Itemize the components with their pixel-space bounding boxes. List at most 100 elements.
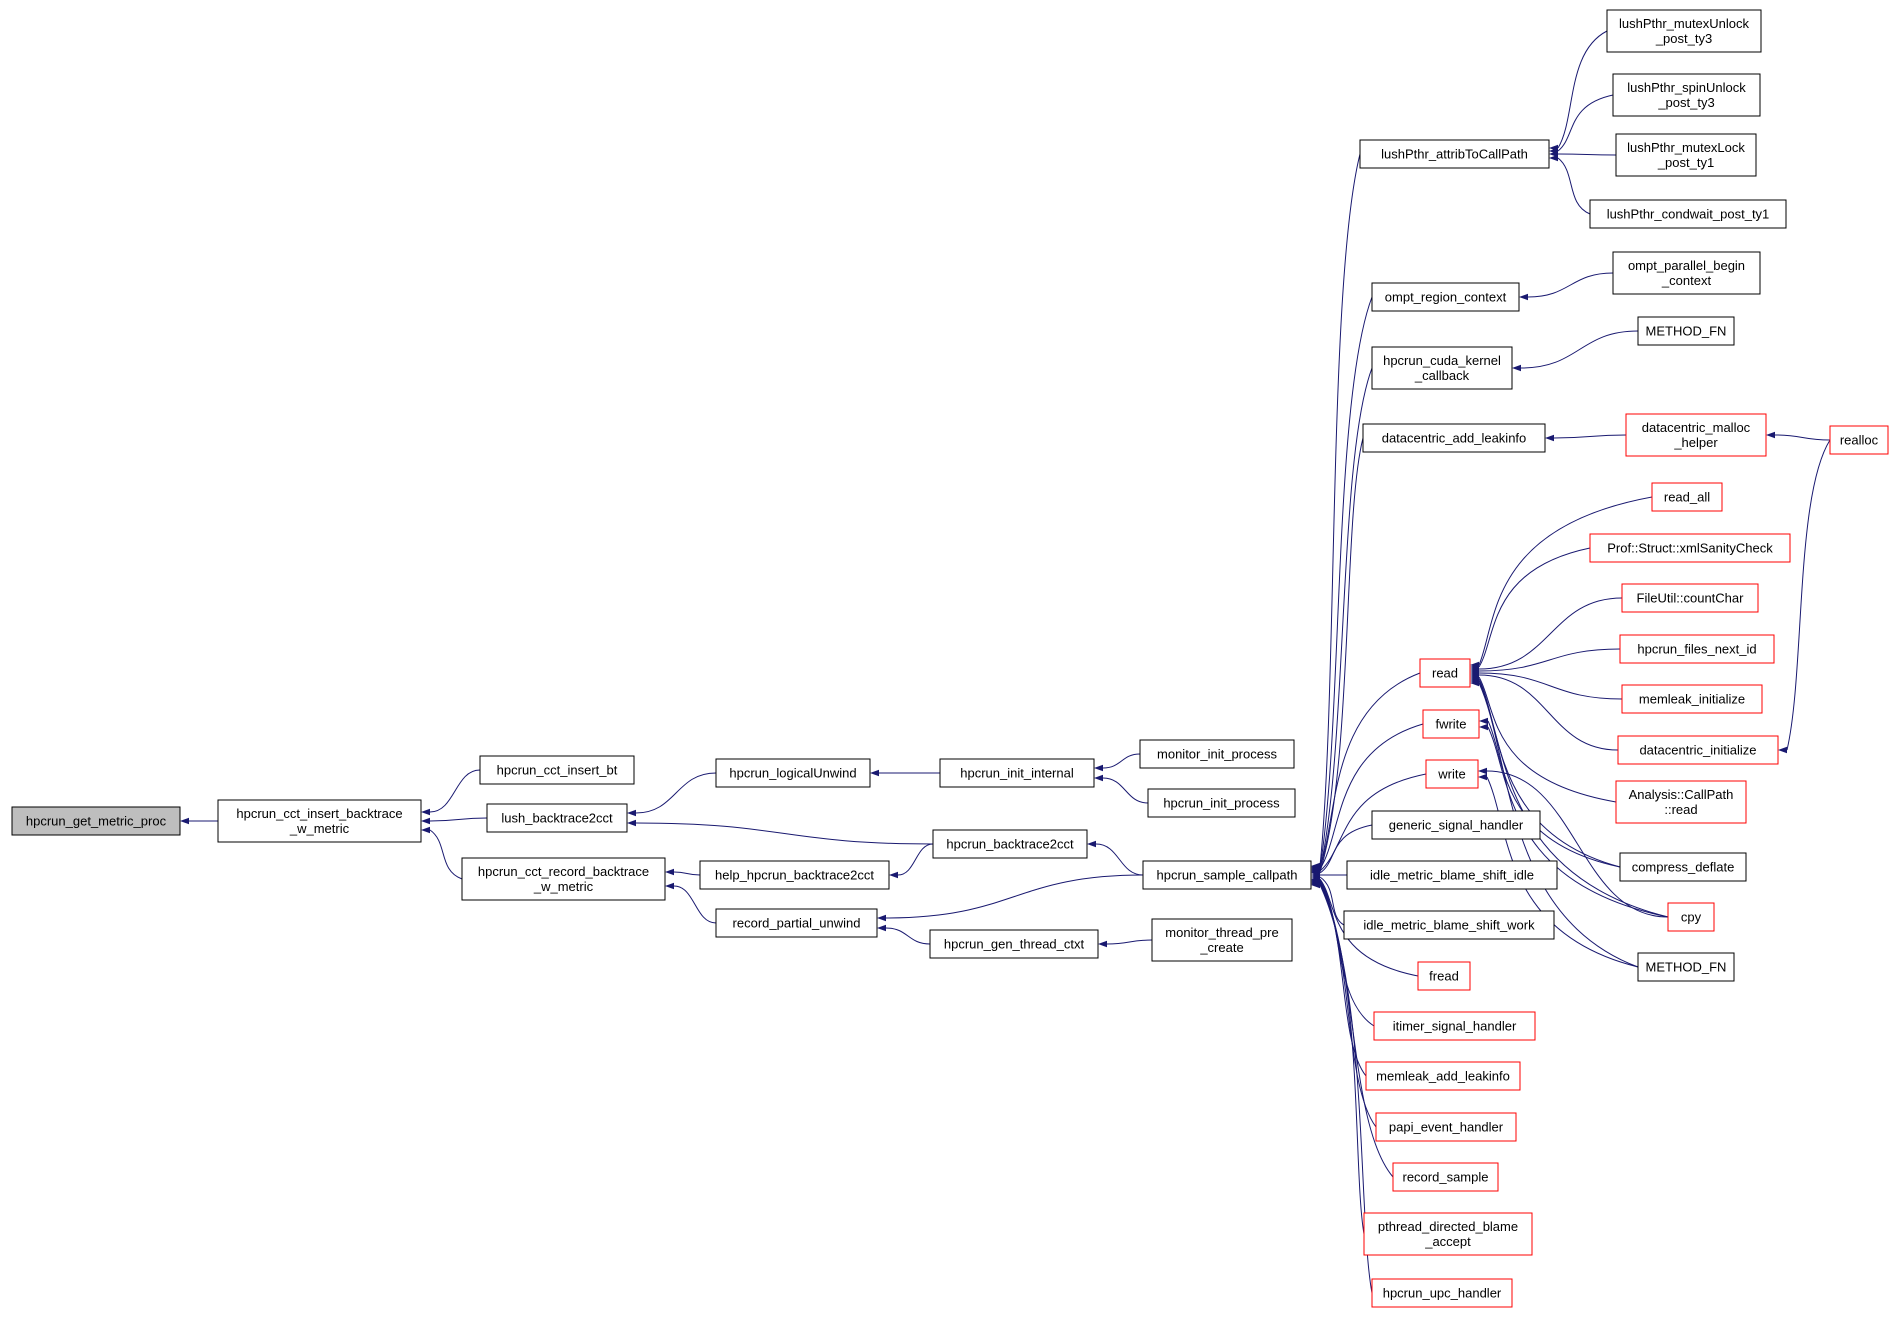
node-label: datacentric_add_leakinfo [1382, 431, 1527, 446]
node-read_all[interactable]: read_all [1651, 482, 1723, 512]
node-label: papi_event_handler [1389, 1120, 1504, 1135]
node-idle_metric_blame_shift_idle[interactable]: idle_metric_blame_shift_idle [1346, 860, 1558, 890]
node-box [1667, 902, 1715, 932]
arrowhead [1087, 840, 1096, 848]
node-fwrite[interactable]: fwrite [1422, 709, 1480, 739]
node-box [1362, 423, 1546, 453]
node-hpcrun_cuda_kernel_callback[interactable]: hpcrun_cuda_kernel_callback [1371, 346, 1513, 390]
node-lushPthr_attribToCallPath[interactable]: lushPthr_attribToCallPath [1359, 139, 1550, 169]
node-ompt_parallel_begin_context[interactable]: ompt_parallel_begin_context [1612, 251, 1761, 295]
node-hpcrun_init_process[interactable]: hpcrun_init_process [1147, 788, 1296, 818]
node-hpcrun_cct_insert_bt[interactable]: hpcrun_cct_insert_bt [479, 755, 635, 785]
node-box [1419, 658, 1471, 688]
edge-hpcrun_sample_callpath-to-record_partial_unwind [877, 874, 1144, 922]
node-hpcrun_init_internal[interactable]: hpcrun_init_internal [939, 758, 1095, 788]
node-box [1422, 709, 1480, 739]
node-read[interactable]: read [1419, 658, 1471, 688]
node-record_sample[interactable]: record_sample [1392, 1162, 1499, 1192]
node-hpcrun_files_next_id[interactable]: hpcrun_files_next_id [1619, 634, 1775, 664]
node-Prof_Struct_xmlSanityCheck[interactable]: Prof::Struct::xmlSanityCheck [1589, 533, 1791, 563]
node-ompt_region_context[interactable]: ompt_region_context [1371, 282, 1520, 312]
node-label: generic_signal_handler [1389, 818, 1524, 833]
node-label: hpcrun_cct_insert_bt [497, 763, 618, 778]
node-FileUtil_countChar[interactable]: FileUtil::countChar [1621, 583, 1759, 613]
node-datacentric_malloc_helper[interactable]: datacentric_malloc_helper [1625, 413, 1767, 457]
node-label: itimer_signal_handler [1393, 1019, 1517, 1034]
node-lushPthr_mutexLock_post_ty1[interactable]: lushPthr_mutexLock_post_ty1 [1615, 133, 1757, 177]
node-box [1142, 860, 1312, 890]
node-write[interactable]: write [1425, 759, 1479, 789]
edge-hpcrun_sample_callpath-to-hpcrun_backtrace2cct [1087, 840, 1144, 876]
node-help_hpcrun_backtrace2cct[interactable]: help_hpcrun_backtrace2cct [699, 860, 890, 890]
edge-ompt_parallel_begin_context-to-ompt_region_context [1519, 272, 1614, 301]
node-box [1612, 251, 1761, 295]
node-hpcrun_backtrace2cct[interactable]: hpcrun_backtrace2cct [932, 829, 1088, 859]
node-box [715, 758, 871, 788]
node-label: Analysis::CallPath [1629, 787, 1734, 802]
node-hpcrun_gen_thread_ctxt[interactable]: hpcrun_gen_thread_ctxt [929, 929, 1099, 959]
node-box [1343, 910, 1555, 940]
arrowhead [1766, 431, 1775, 439]
node-hpcrun_cct_record_backtrace_w_metric[interactable]: hpcrun_cct_record_backtrace_w_metric [461, 857, 666, 901]
node-monitor_init_process[interactable]: monitor_init_process [1139, 739, 1295, 769]
node-label: _helper [1673, 435, 1718, 450]
node-label: lushPthr_mutexUnlock [1619, 16, 1750, 31]
node-label: METHOD_FN [1646, 960, 1727, 975]
node-box [1651, 482, 1723, 512]
node-cpy[interactable]: cpy [1667, 902, 1715, 932]
node-box [1621, 583, 1759, 613]
node-datacentric_initialize[interactable]: datacentric_initialize [1617, 735, 1779, 765]
node-papi_event_handler[interactable]: papi_event_handler [1375, 1112, 1517, 1142]
node-label: hpcrun_backtrace2cct [946, 837, 1074, 852]
edge-hpcrun_backtrace2cct-to-help_hpcrun_backtrace2cct [889, 843, 934, 879]
arrowhead [1479, 717, 1488, 725]
node-realloc[interactable]: realloc [1829, 425, 1889, 455]
node-label: METHOD_FN [1646, 324, 1727, 339]
node-hpcrun_sample_callpath[interactable]: hpcrun_sample_callpath [1142, 860, 1312, 890]
node-METHOD_FN_bottom[interactable]: METHOD_FN [1637, 952, 1735, 982]
edge-ompt_region_context-to-hpcrun_sample_callpath [1311, 296, 1373, 872]
node-box [486, 803, 628, 833]
node-label: cpy [1681, 910, 1702, 925]
node-label: hpcrun_gen_thread_ctxt [944, 937, 1085, 952]
node-record_partial_unwind[interactable]: record_partial_unwind [715, 908, 878, 938]
edge-hpcrun_cct_insert_bt-to-hpcrun_cct_insert_backtrace_w_metric [421, 769, 481, 816]
arrowhead [421, 817, 430, 825]
node-hpcrun_cct_insert_backtrace_w_metric[interactable]: hpcrun_cct_insert_backtrace_w_metric [217, 799, 422, 843]
node-box [1589, 533, 1791, 563]
node-compress_deflate[interactable]: compress_deflate [1619, 852, 1747, 882]
node-box [1371, 282, 1520, 312]
node-lushPthr_condwait_post_ty1[interactable]: lushPthr_condwait_post_ty1 [1589, 199, 1787, 229]
node-hpcrun_get_metric_proc[interactable]: hpcrun_get_metric_proc [11, 806, 181, 836]
node-fread[interactable]: fread [1417, 961, 1471, 991]
edge-memleak_initialize-to-read [1470, 669, 1623, 700]
node-memleak_initialize[interactable]: memleak_initialize [1621, 684, 1763, 714]
node-lushPthr_mutexUnlock_post_ty3[interactable]: lushPthr_mutexUnlock_post_ty3 [1606, 9, 1762, 53]
edge-lushPthr_attribToCallPath-to-hpcrun_sample_callpath [1311, 153, 1361, 870]
node-label: record_sample [1403, 1170, 1489, 1185]
node-generic_signal_handler[interactable]: generic_signal_handler [1371, 810, 1541, 840]
arrowhead [889, 871, 898, 879]
node-METHOD_FN_top[interactable]: METHOD_FN [1637, 316, 1735, 346]
node-memleak_add_leakinfo[interactable]: memleak_add_leakinfo [1365, 1061, 1521, 1091]
node-hpcrun_upc_handler[interactable]: hpcrun_upc_handler [1371, 1278, 1513, 1308]
node-monitor_thread_pre_create[interactable]: monitor_thread_pre_create [1151, 918, 1293, 962]
node-pthread_directed_blame_accept[interactable]: pthread_directed_blame_accept [1363, 1212, 1533, 1256]
node-label: _context [1661, 273, 1712, 288]
node-box [1392, 1162, 1499, 1192]
node-label: hpcrun_sample_callpath [1157, 868, 1298, 883]
node-hpcrun_logicalUnwind[interactable]: hpcrun_logicalUnwind [715, 758, 871, 788]
node-lush_backtrace2cct[interactable]: lush_backtrace2cct [486, 803, 628, 833]
node-box [1615, 133, 1757, 177]
node-label: _post_ty1 [1657, 155, 1714, 170]
node-Analysis_CallPath_read[interactable]: Analysis::CallPath::read [1615, 780, 1747, 824]
node-datacentric_add_leakinfo[interactable]: datacentric_add_leakinfo [1362, 423, 1546, 453]
node-lushPthr_spinUnlock_post_ty3[interactable]: lushPthr_spinUnlock_post_ty3 [1612, 73, 1761, 117]
arrowhead [870, 769, 879, 777]
arrowhead [1778, 746, 1787, 754]
node-itimer_signal_handler[interactable]: itimer_signal_handler [1373, 1011, 1536, 1041]
node-label: hpcrun_cct_insert_backtrace [236, 806, 402, 821]
node-label: _accept [1424, 1234, 1471, 1249]
arrowhead [1549, 154, 1558, 162]
node-idle_metric_blame_shift_work[interactable]: idle_metric_blame_shift_work [1343, 910, 1555, 940]
